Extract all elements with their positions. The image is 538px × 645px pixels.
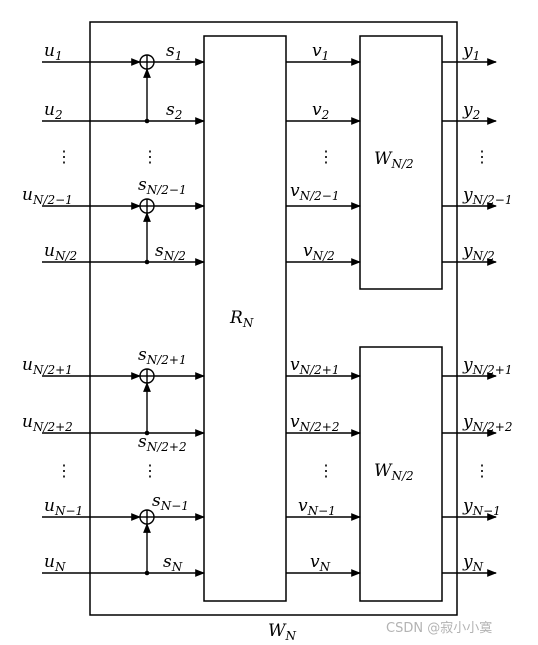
center-block-label: RN xyxy=(229,308,254,330)
signal-label-s: s2 xyxy=(166,100,182,122)
junction-dot xyxy=(144,430,150,436)
input-label-u: u2 xyxy=(44,100,63,122)
input-label-u: u1 xyxy=(44,41,63,63)
signal-label-v: v2 xyxy=(312,100,329,122)
signal-label-s: sN/2+1 xyxy=(138,345,187,367)
signal-label-s: sN/2 xyxy=(155,241,186,263)
junction-dot xyxy=(144,259,150,265)
signal-label-v: vN xyxy=(310,552,331,574)
ellipses: ⋮ ⋮ ⋮ ⋮ ⋮ ⋮ ⋮ ⋮ xyxy=(56,147,490,480)
junction-dot xyxy=(144,570,150,576)
vertical-ellipsis: ⋮ xyxy=(318,461,334,480)
center-block-rn xyxy=(203,35,287,602)
vertical-ellipsis: ⋮ xyxy=(142,147,158,166)
signal-label-v: vN/2+1 xyxy=(290,355,339,377)
vertical-ellipsis: ⋮ xyxy=(318,147,334,166)
signal-label-s: s1 xyxy=(166,41,182,63)
signal-label-v: vN/2 xyxy=(303,241,335,263)
output-label-y: yN xyxy=(462,552,484,574)
vertical-ellipsis: ⋮ xyxy=(474,461,490,480)
lower-block-wn2 xyxy=(359,346,443,602)
output-label-y: yN/2+2 xyxy=(462,412,512,434)
output-label-y: yN/2+1 xyxy=(462,355,512,377)
signal-label-v: v1 xyxy=(312,41,329,63)
output-label-y: yN−1 xyxy=(462,496,501,518)
watermark: CSDN @寂小小寞 xyxy=(386,620,492,636)
signal-label-v: vN/2−1 xyxy=(290,181,339,203)
upper-block-wn2 xyxy=(359,35,443,290)
input-label-u: uN/2+1 xyxy=(22,355,73,377)
input-label-u: uN/2−1 xyxy=(22,185,73,207)
vertical-ellipsis: ⋮ xyxy=(56,147,72,166)
signal-label-s: sN−1 xyxy=(152,491,189,513)
signal-label-s: sN xyxy=(163,552,183,574)
vertical-ellipsis: ⋮ xyxy=(142,461,158,480)
signal-label-v: vN/2+2 xyxy=(290,412,339,434)
output-label-y: y1 xyxy=(462,41,480,63)
output-label-y: yN/2 xyxy=(462,241,495,263)
junction-dot xyxy=(144,118,150,124)
input-label-u: uN−1 xyxy=(44,496,83,518)
vertical-ellipsis: ⋮ xyxy=(56,461,72,480)
output-label-y: yN/2−1 xyxy=(462,185,512,207)
signal-labels: u1 u2 uN/2−1 uN/2 uN/2+1 uN/2+2 uN−1 uN s1 s2 sN/2… xyxy=(22,41,512,574)
signal-wires xyxy=(42,54,497,577)
output-label-y: y2 xyxy=(462,100,480,122)
signal-label-s: sN/2+2 xyxy=(138,432,187,454)
lower-block-label: WN/2 xyxy=(374,461,414,483)
signal-label-v: vN−1 xyxy=(298,496,336,518)
input-label-u: uN/2 xyxy=(44,241,77,263)
vertical-ellipsis: ⋮ xyxy=(474,147,490,166)
upper-block-label: WN/2 xyxy=(374,149,414,171)
input-label-u: uN/2+2 xyxy=(22,412,73,434)
signal-label-s: sN/2−1 xyxy=(138,175,187,197)
outer-block-label: WN xyxy=(268,621,296,643)
input-label-u: uN xyxy=(44,552,66,574)
